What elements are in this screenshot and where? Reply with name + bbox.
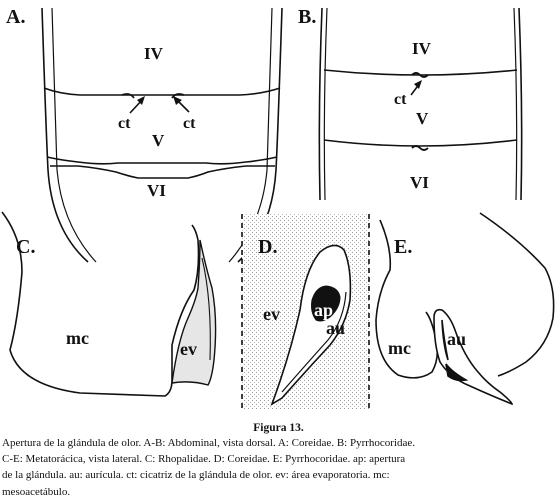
panel-e-label-mc: mc — [388, 338, 411, 358]
panel-b-arrowhead — [414, 80, 422, 89]
panel-b-outline-right-inner — [513, 7, 518, 201]
panel-b-outline-right — [518, 7, 523, 201]
panel-b-outline-left — [318, 7, 323, 201]
caption-line: C-E: Metatorácica, vista lateral. C: Rho… — [2, 453, 406, 466]
panel-d — [241, 214, 370, 410]
panel-b-label-ct: ct — [394, 91, 407, 108]
panel-e-auricle-dark — [445, 363, 469, 382]
caption-line: de la glándula. au: aurícula. ct: cicatr… — [2, 469, 390, 482]
panel-a-label-ct-left: ct — [118, 115, 131, 132]
panel-c-ev-outline — [171, 239, 217, 386]
panel-d-label-ap: ap — [314, 300, 333, 320]
panel-b-scar-v-vi — [411, 145, 429, 151]
panel-a-label-ct-right: ct — [183, 115, 196, 132]
caption-line: Apertura de la glándula de olor. A-B: Ab… — [2, 437, 416, 449]
caption-line: mesoacetábulo. — [2, 485, 71, 498]
panel-a-segment-v: V — [152, 131, 165, 150]
panel-a-outline-left — [41, 7, 89, 263]
panel-a-outline-left-inner — [51, 7, 97, 263]
panel-c-letter: C. — [16, 236, 35, 258]
panel-b-segment-v: V — [416, 109, 429, 128]
panel-a — [41, 7, 283, 263]
panel-d-label-ev: ev — [263, 304, 280, 324]
caption-title: Figura 13. — [253, 422, 304, 434]
panel-a-scar-right — [171, 93, 185, 99]
panel-a-arrowhead-right — [173, 96, 182, 105]
panel-b-segment-vi: VI — [410, 173, 429, 192]
panel-d-label-au: au — [326, 318, 345, 338]
panel-b-suture-v-vi — [323, 139, 518, 147]
panel-a-segment-iv: IV — [144, 44, 164, 63]
panel-b-outline-left-inner — [323, 7, 328, 201]
panel-a-scar-left — [121, 93, 135, 99]
panel-b-segment-iv: IV — [412, 39, 432, 58]
panel-d-auricle-inner — [281, 291, 347, 393]
panel-b-letter: B. — [298, 6, 316, 28]
panel-b-scar-iv-v — [411, 72, 429, 78]
panel-e-auricle — [433, 308, 513, 406]
panel-a-arrowhead-left — [137, 96, 145, 105]
panel-c — [1, 211, 217, 397]
panel-e-auricle-stripe — [441, 319, 449, 361]
panel-b — [318, 7, 523, 201]
panel-a-letter: A. — [6, 6, 25, 28]
panel-d-aperture — [311, 285, 341, 322]
panel-a-suture-v-vi-outer — [46, 156, 278, 165]
caption-body: Apertura de la glándula de olor. A-B: Ab… — [2, 435, 555, 500]
panel-e-letter: E. — [394, 236, 412, 258]
panel-e-body-outline-right — [479, 212, 555, 377]
panel-c-mesoacetabulum-outline — [1, 211, 200, 397]
panel-c-ev-fold — [201, 257, 211, 361]
panel-a-segment-vi: VI — [147, 181, 166, 200]
panel-e — [375, 212, 555, 406]
panel-a-suture-v-vi — [50, 165, 275, 179]
panel-c-label-mc: mc — [66, 328, 89, 348]
panel-d-auricle — [270, 244, 352, 406]
panel-d-letter: D. — [258, 236, 277, 258]
panel-c-label-ev: ev — [180, 339, 197, 359]
panel-e-label-au: au — [447, 329, 466, 349]
panel-a-suture-iv-v — [43, 87, 281, 96]
